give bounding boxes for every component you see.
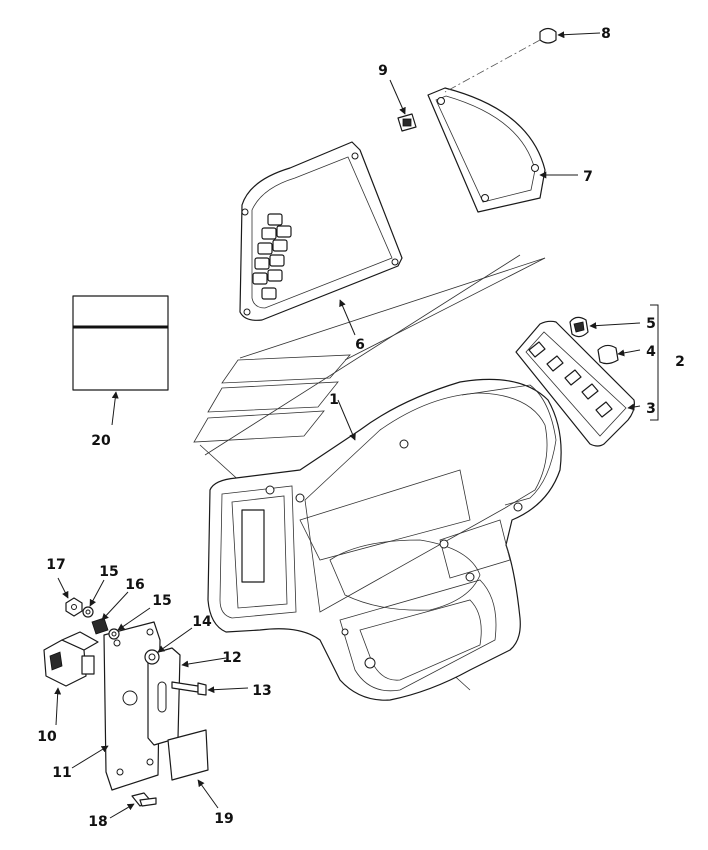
callout-15b: 15: [152, 593, 171, 609]
callout-2: 2: [675, 354, 685, 370]
part-13-bolt: [171, 681, 207, 696]
switch-plate-buttons: [528, 341, 613, 418]
callout-7: 7: [583, 169, 593, 185]
callout-16: 16: [125, 577, 144, 593]
callout-13: 13: [252, 683, 271, 699]
callout-17: 17: [46, 557, 65, 573]
bracket-2: [650, 304, 659, 421]
callout-19: 19: [214, 811, 233, 827]
part-15-washer-a: [82, 606, 94, 618]
part-9-clip-nut: [397, 113, 417, 132]
callout-18: 18: [88, 814, 107, 830]
callout-6: 6: [355, 337, 365, 353]
leader-lines: [54, 31, 641, 819]
callout-5: 5: [646, 316, 656, 332]
callout-labels: 1 2 3 4 5 6 7 8 9 10 11 12 13 14 15 15 1…: [37, 26, 685, 830]
callout-10: 10: [37, 729, 57, 745]
callout-11: 11: [52, 765, 71, 781]
part-16-spring: [91, 617, 109, 635]
callout-8: 8: [601, 26, 611, 42]
callout-1: 1: [329, 392, 339, 408]
part-1-console-housing: [193, 254, 562, 701]
part-17-nut: [65, 597, 83, 617]
part-4-blank-cap: [597, 344, 619, 365]
part-10-rocker-switch: [43, 631, 99, 687]
part-19-pad: [167, 729, 209, 781]
callout-20: 20: [91, 433, 111, 449]
callout-9: 9: [378, 63, 388, 79]
part-11-mount-plate: [103, 621, 161, 791]
bezel-switch-buttons: [252, 213, 292, 300]
part-5-switch-cap: [569, 316, 589, 338]
part-15-washer-b: [108, 628, 120, 640]
callout-12: 12: [222, 650, 241, 666]
part-14-spacer: [144, 649, 160, 665]
part-6-bezel: [239, 141, 403, 321]
part-7-cover: [427, 87, 546, 213]
callout-15a: 15: [99, 564, 118, 580]
callout-14: 14: [192, 614, 212, 630]
part-18-screw: [131, 792, 157, 807]
part-8-rivet: [444, 27, 557, 93]
part-20-label: [72, 295, 169, 391]
callout-4: 4: [646, 344, 656, 360]
callout-3: 3: [646, 401, 656, 417]
